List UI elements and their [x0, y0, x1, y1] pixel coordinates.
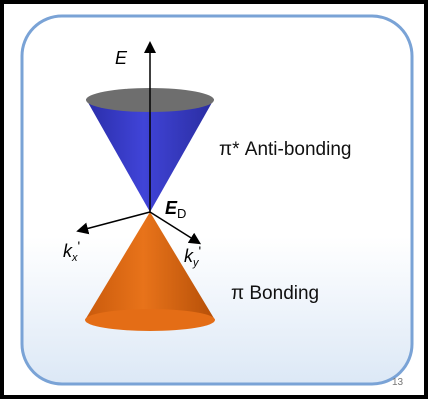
lower-band-label: π Bonding: [231, 283, 319, 304]
panel-border: [22, 16, 412, 384]
lower-cone-base: [85, 309, 215, 331]
upper-band-label: π* Anti-bonding: [219, 139, 351, 160]
slide-number: 13: [392, 377, 404, 388]
energy-axis-label: E: [115, 48, 128, 68]
